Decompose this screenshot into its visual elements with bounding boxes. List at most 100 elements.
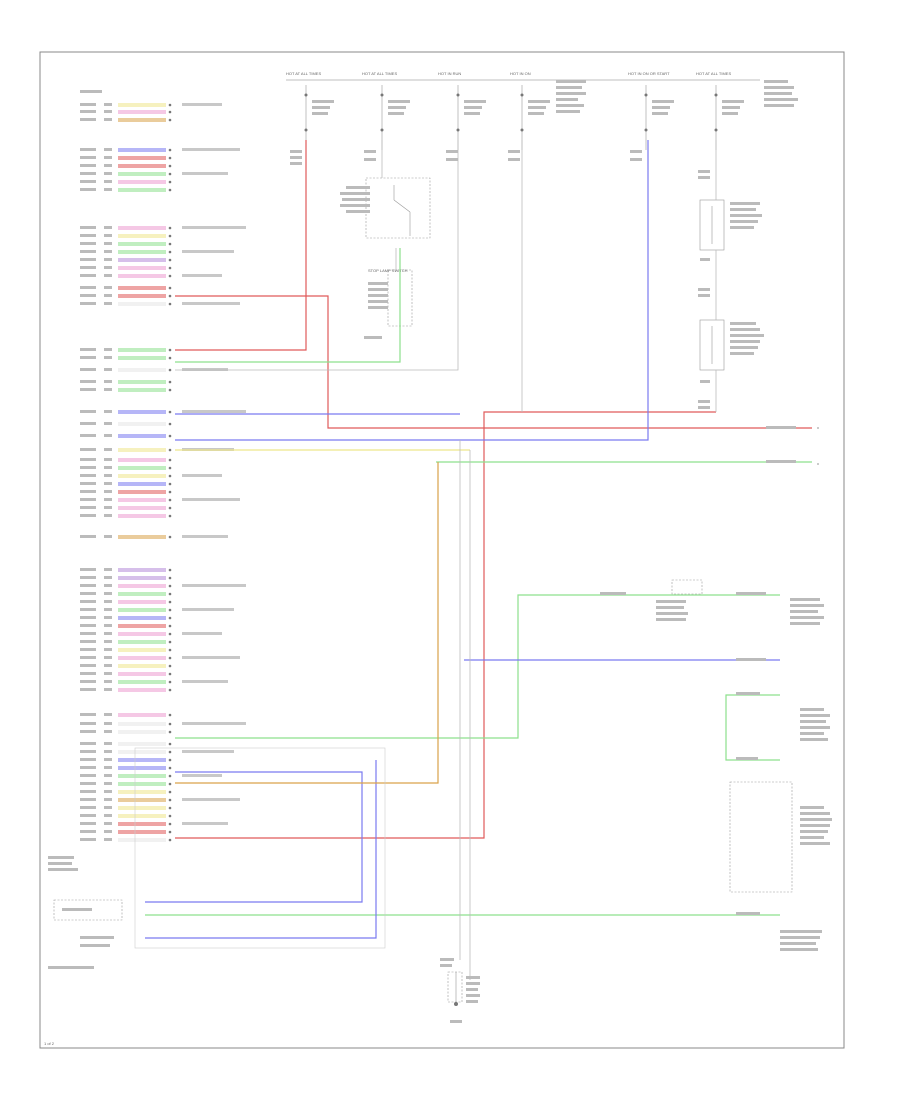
pin-number-26 [104, 434, 112, 437]
pin-terminal-18 [168, 302, 172, 306]
pin-terminal-26 [168, 434, 172, 438]
pin-label-4 [80, 156, 96, 159]
pin-number-44 [104, 624, 112, 627]
pin-terminal-50 [168, 672, 172, 676]
pin-number-59 [104, 766, 112, 769]
pin-destination-text-57 [182, 750, 234, 753]
pin-terminal-32 [168, 490, 172, 494]
pin-terminal-45 [168, 632, 172, 636]
pin-wire-swatch-6 [118, 172, 166, 176]
pin-wire-swatch-46 [118, 640, 166, 644]
pin-label-12 [80, 250, 96, 253]
pin-wire-swatch-16 [118, 286, 166, 290]
pin-label-64 [80, 806, 96, 809]
pin-label-9 [80, 226, 96, 229]
pin-label-1 [80, 110, 96, 113]
pin-wire-swatch-63 [118, 798, 166, 802]
pin-wire-swatch-0 [118, 103, 166, 107]
pin-wire-swatch-5 [118, 164, 166, 168]
pin-number-43 [104, 616, 112, 619]
pin-number-5 [104, 164, 112, 167]
pin-terminal-11 [168, 242, 172, 246]
pin-number-31 [104, 482, 112, 485]
pin-number-56 [104, 742, 112, 745]
pin-terminal-67 [168, 830, 172, 834]
smart-entry-module [600, 579, 824, 661]
pin-destination-text-30 [182, 474, 222, 477]
pin-terminal-66 [168, 822, 172, 826]
pin-label-58 [80, 758, 96, 761]
pin-terminal-68 [168, 838, 172, 842]
right-switch-1 [699, 199, 762, 251]
pin-number-58 [104, 758, 112, 761]
pin-number-38 [104, 576, 112, 579]
wires [145, 140, 812, 980]
pin-wire-swatch-64 [118, 806, 166, 810]
pin-number-50 [104, 672, 112, 675]
pin-number-39 [104, 584, 112, 587]
pin-terminal-53 [168, 713, 172, 717]
pin-destination-text-18 [182, 302, 240, 305]
pin-terminal-63 [168, 798, 172, 802]
pin-number-11 [104, 242, 112, 245]
pin-label-45 [80, 632, 96, 635]
pin-wire-swatch-21 [118, 368, 166, 372]
pin-number-21 [104, 368, 112, 371]
pin-number-53 [104, 713, 112, 716]
pin-number-23 [104, 388, 112, 391]
pin-terminal-51 [168, 680, 172, 684]
pin-wire-swatch-53 [118, 713, 166, 717]
pin-terminal-38 [168, 576, 172, 580]
pin-wire-swatch-48 [118, 656, 166, 660]
pin-number-32 [104, 490, 112, 493]
pin-number-60 [104, 774, 112, 777]
pin-number-25 [104, 422, 112, 425]
pin-wire-swatch-23 [118, 388, 166, 392]
pin-label-2 [80, 118, 96, 121]
pin-number-36 [104, 535, 112, 538]
fuse-label-4: HOT IN ON [510, 71, 531, 76]
pin-label-8 [80, 188, 96, 191]
pin-wire-swatch-33 [118, 498, 166, 502]
bcm-connector [80, 90, 246, 842]
pin-wire-swatch-24 [118, 410, 166, 414]
pin-wire-swatch-32 [118, 490, 166, 494]
pin-number-65 [104, 814, 112, 817]
pin-wire-swatch-41 [118, 600, 166, 604]
pin-destination-text-33 [182, 498, 240, 501]
pin-wire-swatch-50 [118, 672, 166, 676]
pin-wire-swatch-56 [118, 742, 166, 746]
pin-number-12 [104, 250, 112, 253]
pin-number-48 [104, 656, 112, 659]
pin-number-52 [104, 688, 112, 691]
pin-terminal-36 [168, 535, 172, 539]
pin-number-14 [104, 266, 112, 269]
pin-destination-text-45 [182, 632, 222, 635]
pin-label-42 [80, 608, 96, 611]
pin-label-41 [80, 600, 96, 603]
pin-terminal-2 [168, 118, 172, 122]
pin-destination-text-3 [182, 148, 240, 151]
pin-wire-swatch-35 [118, 514, 166, 518]
pin-wire-swatch-60 [118, 774, 166, 778]
pin-number-16 [104, 286, 112, 289]
pin-label-38 [80, 576, 96, 579]
pin-terminal-41 [168, 600, 172, 604]
pin-destination-text-48 [182, 656, 240, 659]
pin-terminal-33 [168, 498, 172, 502]
pin-label-32 [80, 490, 96, 493]
pin-label-19 [80, 348, 96, 351]
pin-terminal-55 [168, 730, 172, 734]
pin-wire-swatch-17 [118, 294, 166, 298]
pin-wire-swatch-51 [118, 680, 166, 684]
pin-wire-swatch-45 [118, 632, 166, 636]
pin-terminal-37 [168, 568, 172, 572]
pin-wire-swatch-52 [118, 688, 166, 692]
pin-terminal-15 [168, 274, 172, 278]
pin-label-37 [80, 568, 96, 571]
pin-terminal-43 [168, 616, 172, 620]
pin-number-3 [104, 148, 112, 151]
pin-label-20 [80, 356, 96, 359]
pin-wire-swatch-62 [118, 790, 166, 794]
pin-wire-swatch-44 [118, 624, 166, 628]
